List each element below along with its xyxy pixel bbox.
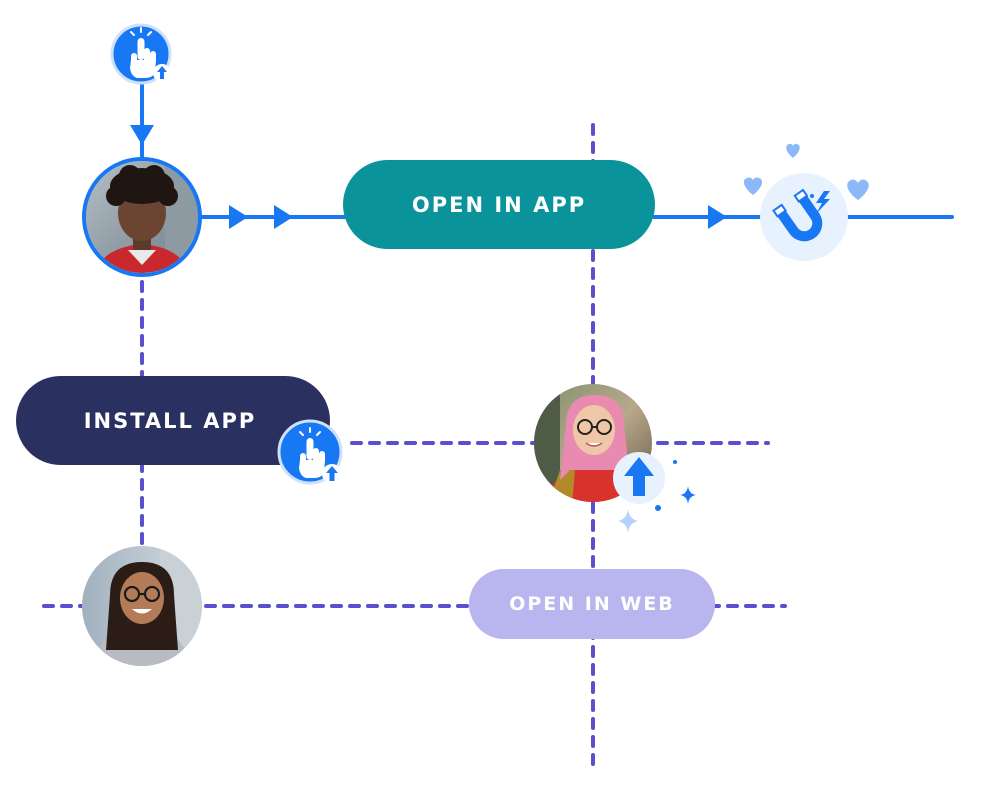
pink-hair-woman-avatar (534, 384, 652, 502)
woman-glasses-avatar (82, 546, 202, 666)
open-in-web-label: OPEN IN WEB (509, 593, 675, 615)
start-tap-node (110, 23, 172, 85)
arrow-down-icon (130, 125, 154, 145)
tap-hand-icon (299, 427, 325, 478)
hearts (743, 143, 869, 200)
magnet-icon (772, 188, 823, 242)
install-app-label: INSTALL APP (83, 408, 257, 433)
heart-icon (786, 143, 800, 158)
arrow-right-icon (229, 205, 248, 229)
sparkle-icon (618, 460, 696, 533)
arrow-right-icon (274, 205, 293, 229)
tap-hand-icon (130, 27, 156, 78)
heart-icon (743, 177, 763, 195)
open-in-web-pill: OPEN IN WEB (469, 569, 715, 639)
lightning-icon (816, 191, 830, 214)
install-tap-node (277, 419, 343, 485)
upload-arrow-icon (322, 464, 342, 484)
upload-arrow-icon (613, 452, 665, 504)
open-in-app-pill: OPEN IN APP (343, 160, 655, 249)
heart-icon (847, 179, 869, 200)
young-man-avatar (82, 157, 202, 277)
arrow-right-icon (708, 205, 727, 229)
upload-arrow-icon (153, 64, 171, 82)
open-in-app-label: OPEN IN APP (411, 192, 587, 217)
magnet-node (760, 173, 848, 261)
flow-arrows (130, 125, 727, 229)
